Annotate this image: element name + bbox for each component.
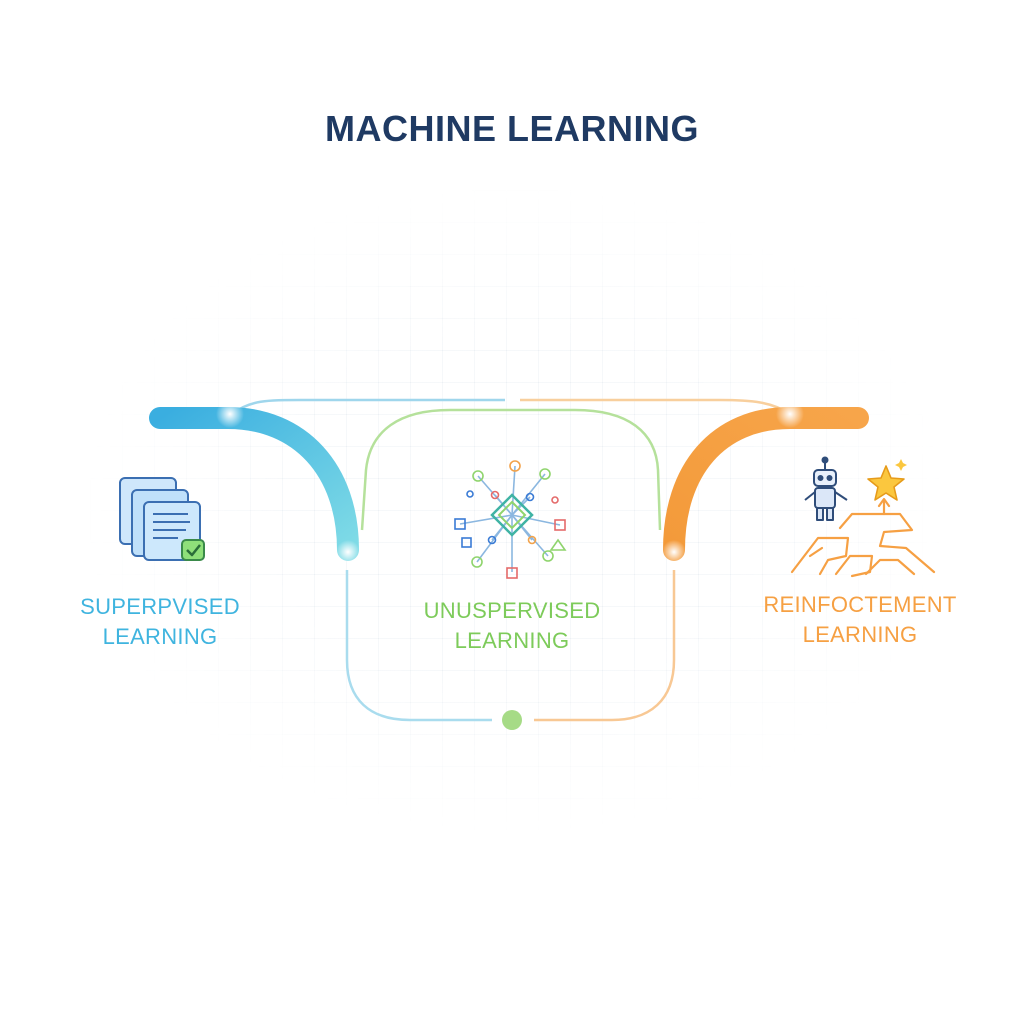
orange-bottom-connector: [534, 570, 676, 722]
reinforcement-label-line1: REINFOCTEMENT: [763, 592, 957, 617]
reinforcement-label-line2: LEARNING: [802, 622, 918, 647]
blue-top-connector: [231, 398, 505, 415]
star-icon: [867, 465, 905, 501]
supervised-learning-label: SUPERPVISED LEARNING: [40, 592, 280, 652]
diagram-title: MACHINE LEARNING: [325, 108, 699, 149]
supervised-label-line1: SUPERPVISED: [80, 594, 240, 619]
blue-bottom-connector: [345, 570, 492, 722]
supervised-label-line2: LEARNING: [102, 624, 218, 649]
reinforcement-learning-label: REINFOCTEMENT LEARNING: [740, 590, 980, 650]
bottom-hub-node: [502, 710, 522, 730]
unsupervised-label-line2: LEARNING: [454, 628, 570, 653]
unsupervised-learning-label: UNUSPERVISED LEARNING: [392, 596, 632, 656]
orange-top-connector: [520, 398, 791, 416]
robot-maze-star-icon: [790, 456, 936, 578]
unsupervised-label-line1: UNUSPERVISED: [423, 598, 601, 623]
reinforcement-branch-arm: [663, 407, 869, 561]
robot-icon: [804, 456, 848, 521]
glow-highlights: [216, 400, 804, 564]
stacked-documents-checkmark-icon: [119, 477, 205, 561]
data-cluster-network-icon: [454, 460, 567, 579]
